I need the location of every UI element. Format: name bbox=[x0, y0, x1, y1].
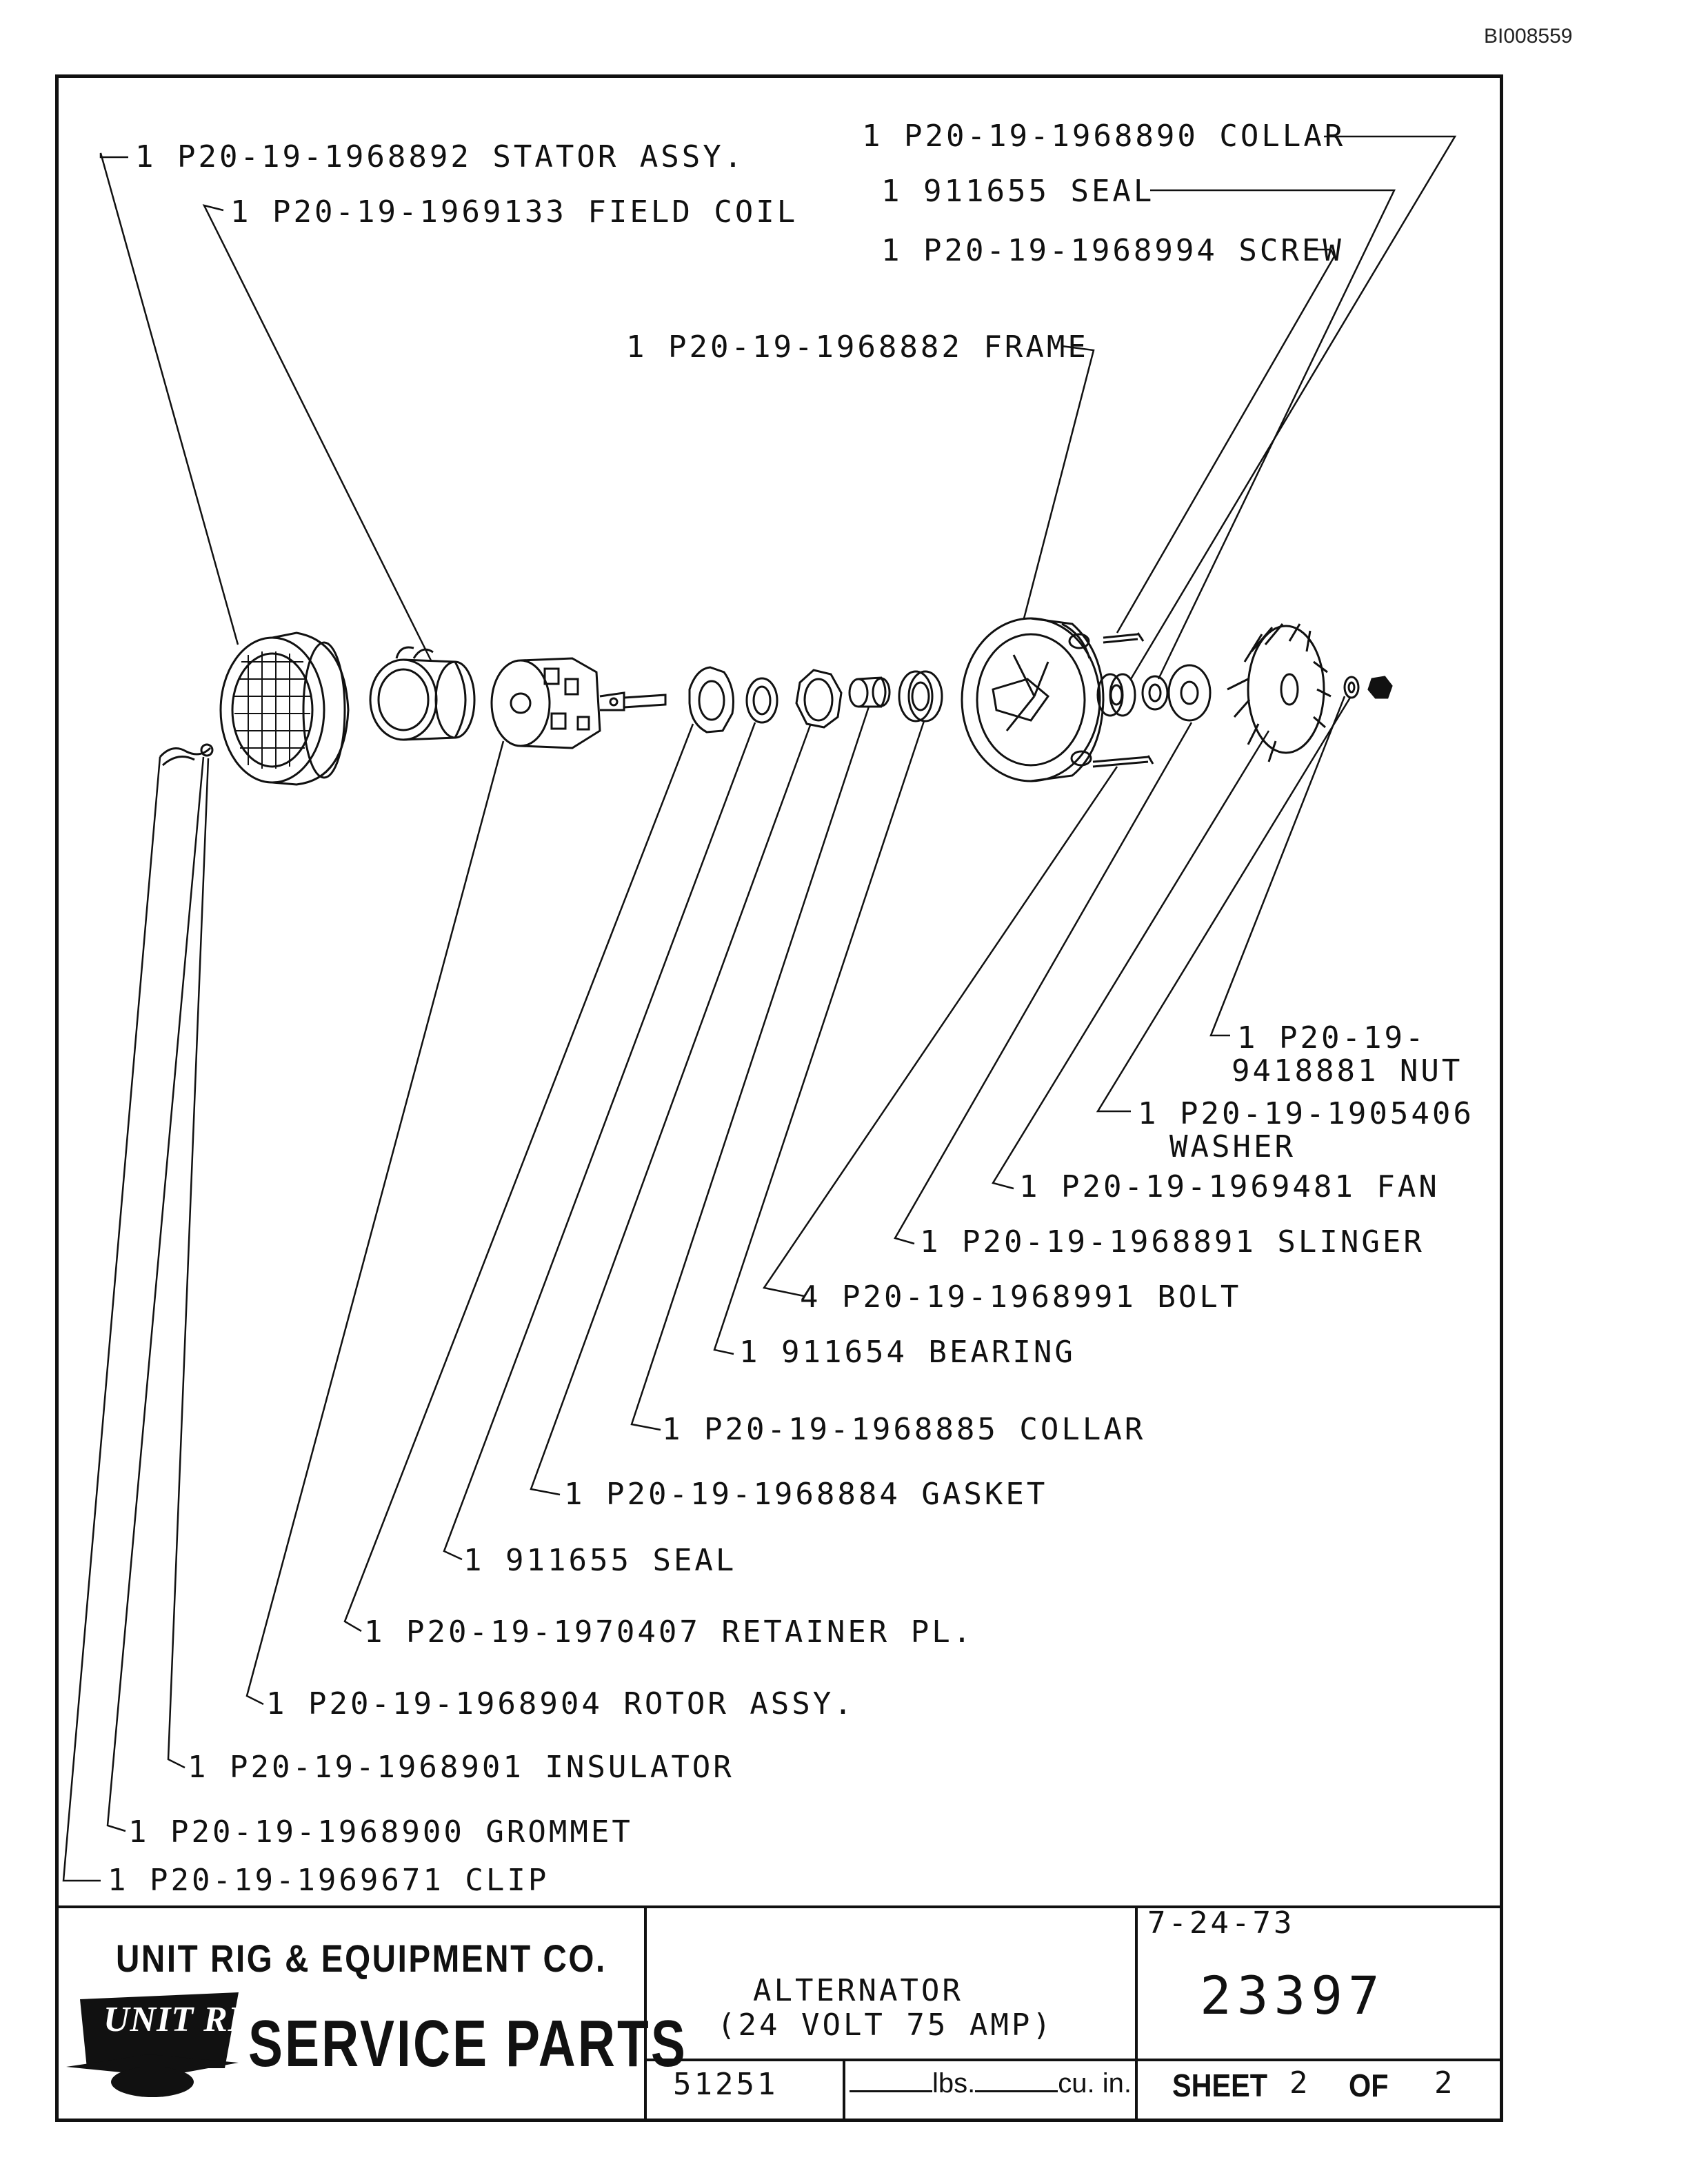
sheet-of-label: OF bbox=[1349, 2067, 1389, 2103]
callout-insulator: 1 P20-19-1968901 INSULATOR bbox=[188, 1750, 734, 1785]
weight-unit: lbs. bbox=[932, 2068, 976, 2099]
callout-nut-line2: 9418881 NUT bbox=[1232, 1053, 1463, 1089]
callout-washer-line1: 1 P20-19-1905406 bbox=[1138, 1096, 1474, 1131]
company-name: UNIT RIG & EQUIPMENT CO. bbox=[116, 1937, 607, 1980]
unit-rig-logo bbox=[66, 1992, 239, 2097]
callout-slinger: 1 P20-19-1968891 SLINGER bbox=[920, 1224, 1425, 1260]
frame-part bbox=[961, 617, 1105, 782]
slinger-part bbox=[1167, 664, 1212, 722]
callout-collar-1968885: 1 P20-19-1968885 COLLAR bbox=[662, 1412, 1146, 1447]
callout-clip: 1 P20-19-1969671 CLIP bbox=[108, 1863, 550, 1898]
seal-part bbox=[745, 677, 778, 724]
drawing-title-line2: (24 VOLT 75 AMP) bbox=[717, 2008, 1054, 2043]
callout-rotor-assy: 1 P20-19-1968904 ROTOR ASSY. bbox=[266, 1686, 855, 1721]
callout-bearing: 1 911654 BEARING bbox=[739, 1335, 1076, 1370]
callout-collar-1968890: 1 P20-19-1968890 COLLAR bbox=[862, 119, 1346, 154]
gasket-part bbox=[795, 669, 843, 729]
rotor-assembly-part bbox=[490, 657, 667, 749]
callout-nut-line1: 1 P20-19- bbox=[1237, 1020, 1427, 1055]
callout-field-coil: 1 P20-19-1969133 FIELD COIL bbox=[230, 194, 798, 230]
leader-lines bbox=[62, 135, 1457, 1882]
volume-unit: cu. in. bbox=[1058, 2068, 1132, 2099]
nut-part bbox=[1367, 676, 1393, 699]
callout-gasket: 1 P20-19-1968884 GASKET bbox=[564, 1477, 1048, 1512]
title-block-grid bbox=[55, 1905, 1503, 2122]
sheet-current: 2 bbox=[1289, 2065, 1308, 2101]
seal-part-right bbox=[1141, 675, 1169, 711]
callout-fan: 1 P20-19-1969481 FAN bbox=[1019, 1169, 1440, 1204]
weight-volume-field: lbs. cu. in. bbox=[850, 2068, 1132, 2099]
field-coil-part bbox=[369, 646, 476, 741]
collar-part-1968885 bbox=[848, 676, 891, 708]
washer-part bbox=[1343, 676, 1360, 699]
callout-bolt: 4 P20-19-1968991 BOLT bbox=[800, 1280, 1242, 1315]
sheet-total: 2 bbox=[1434, 2065, 1453, 2101]
stator-assembly-part bbox=[219, 631, 350, 786]
collar-part-1968890 bbox=[1096, 673, 1136, 717]
bolt-part bbox=[1092, 755, 1154, 768]
callout-seal-top: 1 911655 SEAL bbox=[881, 174, 1155, 209]
retainer-plate-part bbox=[688, 666, 734, 734]
clip-part bbox=[159, 743, 214, 767]
drawing-border bbox=[55, 74, 1503, 2122]
callout-grommet: 1 P20-19-1968900 GROMMET bbox=[128, 1814, 633, 1850]
callout-seal-left: 1 911655 SEAL bbox=[463, 1543, 737, 1578]
fan-part bbox=[1227, 623, 1332, 762]
drawing-date: 7-24-73 bbox=[1147, 1905, 1295, 1941]
callout-frame: 1 P20-19-1968882 FRAME bbox=[626, 330, 1089, 365]
callout-retainer-plate: 1 P20-19-1970407 RETAINER PL. bbox=[364, 1615, 974, 1650]
service-parts-label: SERVICE PARTS bbox=[248, 2007, 687, 2081]
part-number: 51251 bbox=[673, 2067, 778, 2102]
drawing-title-line1: ALTERNATOR bbox=[753, 1973, 963, 2008]
callout-stator-assy: 1 P20-19-1968892 STATOR ASSY. bbox=[135, 139, 745, 174]
callout-washer-line2: WASHER bbox=[1169, 1129, 1296, 1164]
logo-text: UNIT RIG bbox=[103, 2000, 270, 2039]
drawing-number: 23397 bbox=[1200, 1965, 1385, 2026]
document-id: BI008559 bbox=[1484, 25, 1573, 48]
sheet-label: SHEET bbox=[1172, 2067, 1268, 2103]
bearing-part bbox=[898, 670, 943, 722]
screw-part bbox=[1103, 632, 1145, 644]
callout-screw: 1 P20-19-1968994 SCREW bbox=[881, 233, 1344, 268]
